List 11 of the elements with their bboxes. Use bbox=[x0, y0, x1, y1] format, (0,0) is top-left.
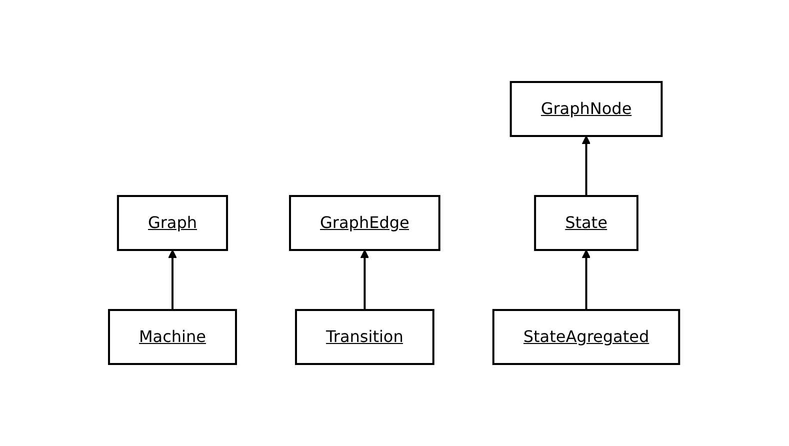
arrow bbox=[582, 250, 592, 310]
node-box: GraphNode bbox=[510, 81, 664, 137]
node-box: Graph bbox=[117, 195, 228, 251]
node-box: State bbox=[534, 195, 639, 251]
arrow bbox=[360, 250, 370, 310]
arrow bbox=[168, 250, 178, 310]
node-box: Transition bbox=[295, 309, 435, 365]
node-box: GraphEdge bbox=[289, 195, 441, 251]
node-box: StateAgregated bbox=[492, 309, 681, 365]
node-box: Machine bbox=[108, 309, 238, 365]
arrow bbox=[582, 136, 592, 196]
